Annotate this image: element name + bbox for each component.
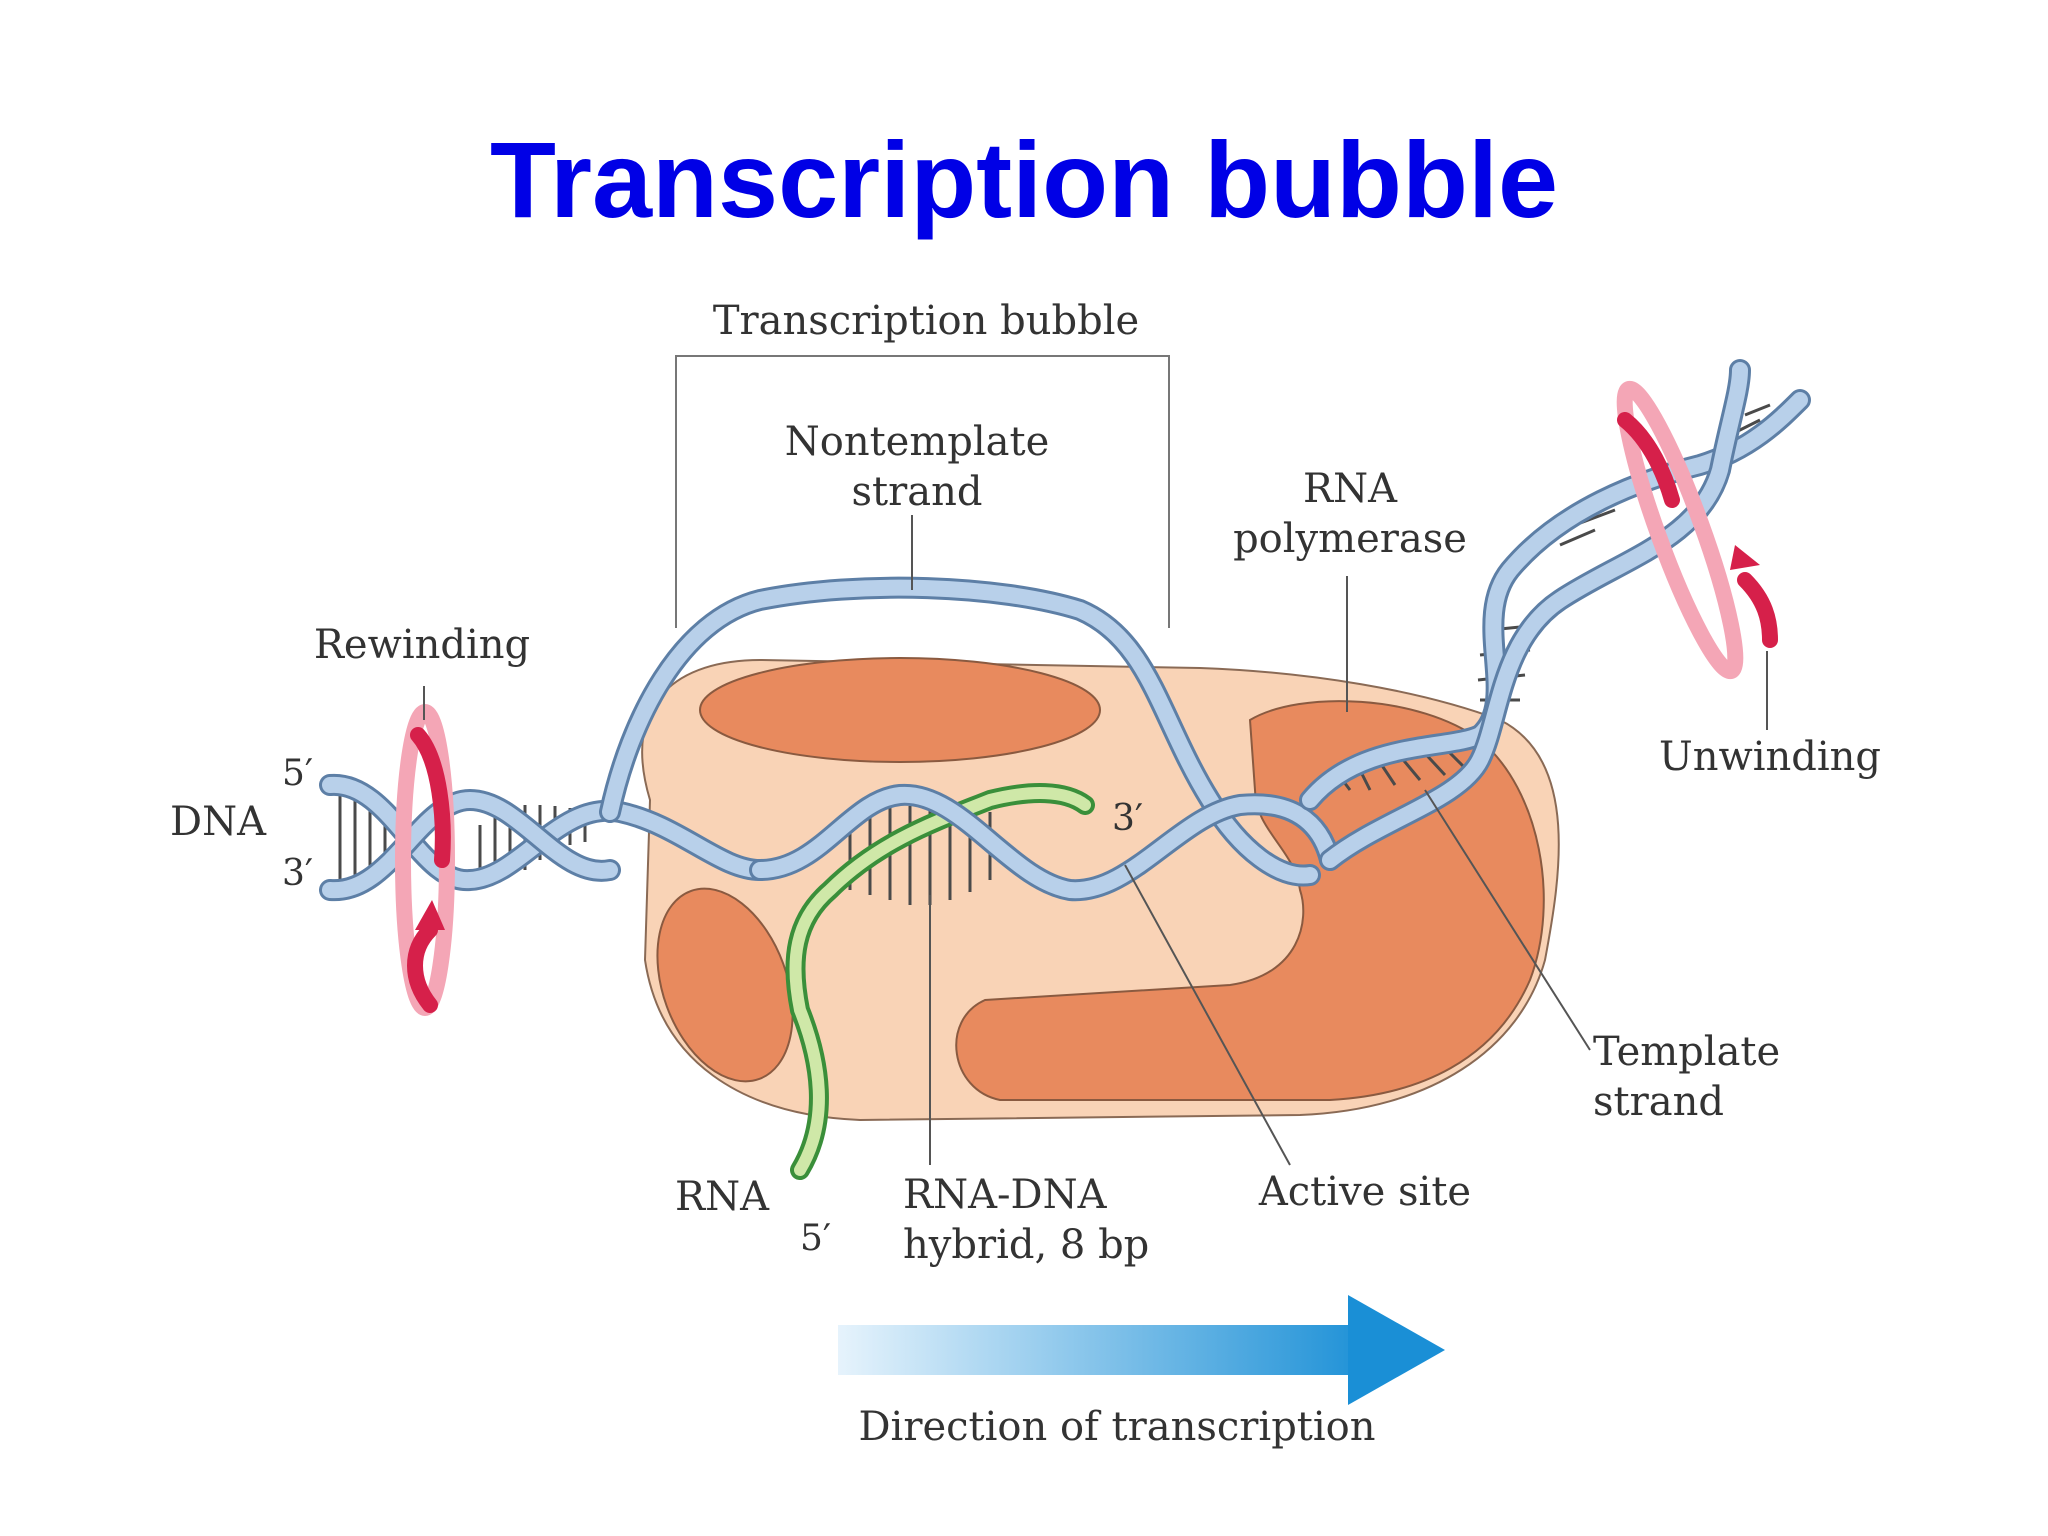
- polymerase-left-lobe: [656, 887, 794, 1083]
- polymerase-top-lobe: [699, 657, 1101, 763]
- label-template-2: strand: [1593, 1079, 1724, 1125]
- label-hybrid-2: hybrid, 8 bp: [903, 1222, 1149, 1268]
- label-dna-5prime: 5′: [282, 753, 313, 794]
- label-rna-5prime: 5′: [800, 1218, 831, 1259]
- label-rna-3prime: 3′: [1112, 798, 1143, 839]
- label-template-1: Template: [1593, 1029, 1780, 1075]
- label-unwinding: Unwinding: [1659, 734, 1881, 780]
- label-rna-polymerase-1: RNA: [1303, 466, 1398, 512]
- unwinding-rotation-arrow: [1616, 380, 1778, 680]
- dna-right-helix: [1299, 359, 1811, 871]
- label-hybrid-1: RNA-DNA: [903, 1172, 1108, 1218]
- label-dna: DNA: [170, 799, 267, 845]
- label-rewinding: Rewinding: [314, 622, 530, 668]
- label-rna: RNA: [675, 1174, 770, 1220]
- leader-lines: [423, 515, 1768, 1166]
- direction-arrow: [838, 1295, 1445, 1405]
- label-nontemplate-2: strand: [852, 469, 983, 515]
- label-nontemplate-1: Nontemplate: [785, 419, 1050, 465]
- bubble-bracket: [675, 355, 1170, 628]
- slide-title: Transcription bubble: [489, 119, 1559, 240]
- label-active-site: Active site: [1258, 1169, 1471, 1215]
- label-rna-polymerase-2: polymerase: [1233, 516, 1467, 562]
- label-transcription-bubble: Transcription bubble: [713, 298, 1139, 344]
- label-dna-3prime: 3′: [282, 853, 313, 894]
- label-direction: Direction of transcription: [858, 1404, 1375, 1450]
